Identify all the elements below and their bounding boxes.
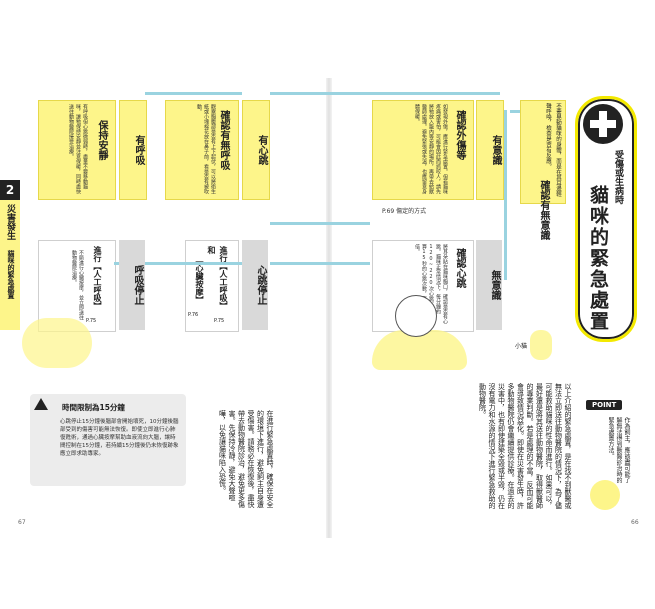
time-limit-title: 時間限制為15分鐘 — [62, 403, 125, 412]
connector-line — [504, 110, 507, 280]
page-title: 貓咪的緊急處置 — [587, 185, 609, 332]
connector-line — [145, 262, 242, 265]
keep-calm-title: 保持安靜 — [96, 120, 107, 160]
heart-yes: 有心跳 — [242, 100, 270, 200]
check-trauma-title: 確認外傷等 — [454, 110, 465, 160]
heart-massage-label: 【心臟按摩】 — [195, 256, 204, 304]
heart-note: 將耳朵貼在貓咪胸口，確認是否有心跳。貓咪正常情況下，每分鐘約120~220次心跳… — [414, 244, 448, 326]
cpr-title: 進行【人工呼吸】 — [93, 246, 102, 310]
small-cat-illustration — [530, 330, 552, 360]
check-conscious-title: 確認有無意識 — [538, 180, 549, 240]
trauma-box — [372, 100, 474, 200]
conscious-note: 不要晃動貓咪的身體，而是在其耳邊輕聲呼喚，檢查是否有反應。 — [520, 100, 566, 204]
cat-sound: 小貓 — [515, 343, 528, 350]
cpr-page: P.75 — [86, 318, 97, 324]
gutter-shadow — [326, 78, 332, 538]
conscious-yes: 有意識 — [476, 100, 504, 200]
check-heart-title: 確認心跳 — [454, 248, 465, 288]
cpr-illustration — [22, 318, 92, 368]
chapter-tab — [0, 180, 20, 330]
connector-line — [270, 222, 370, 225]
chapter-number: 2 — [0, 180, 20, 200]
keep-calm-box — [38, 100, 116, 200]
cpr-page-2: P.75 — [214, 318, 225, 324]
page-number-right: 66 — [631, 519, 639, 526]
point-cat-illustration — [590, 480, 620, 510]
breath-note: 觀察胸腹部是否有上下起伏，可以將衛生紙或小塊棉花放在鼻子前，看是否有被吹動。 — [196, 104, 216, 194]
heart-massage-page: P.76 — [188, 312, 199, 318]
trauma-note: 如發現外傷，應進行緊急處置。但若貓咪疼痛或害怕，可能會因此而抓咬人，請先將牠放入… — [414, 104, 448, 194]
chapter-subtitle: 貓咪的緊急處置 — [7, 250, 15, 299]
middle-column-text: 在進行緊急處置時，確保在安全的環境下進行，避免飼主自身遭受傷害。請務必在恢復後，… — [218, 410, 275, 508]
connector-line — [510, 110, 520, 113]
person-illustration — [395, 295, 437, 337]
point-label: POINT — [586, 400, 623, 410]
cpr-massage-box — [185, 240, 239, 332]
plus-icon — [583, 104, 623, 144]
breath-no: 呼吸停止 — [119, 240, 145, 330]
chapter-title: 災害發生 — [5, 204, 15, 240]
conscious-no: 無意識 — [476, 240, 502, 330]
heart-no: 心跳停止 — [242, 240, 268, 330]
right-column-text: 以上介紹的緊急處置，是在找不到獸醫或無法立即送往動物醫院的情況下，為了儘可能救助… — [478, 383, 573, 509]
page-number-left: 67 — [18, 519, 26, 526]
connector-line — [145, 92, 242, 95]
time-limit-text: 心跳停止15分鐘後腦部會開始壞死，10分鐘後腦部受到的傷害可能無法恢復。即使立即… — [60, 419, 179, 457]
heart-massage-and: 和 — [207, 246, 216, 254]
ref-page: P.69 傷定的方式 — [382, 208, 427, 215]
warning-icon — [34, 398, 48, 410]
cpr-note: 不斷進行心臟按摩，並立即送往動物醫院治療。 — [71, 250, 84, 320]
connector-line — [270, 92, 500, 95]
page-subtitle: 受傷或生病時 — [613, 150, 623, 204]
time-limit-box — [30, 394, 186, 486]
point-text: 作為飼主，應該盡可能了解無法得到獸醫診治時的緊急處置方法。 — [607, 417, 630, 483]
cpr-title-2: 進行【人工呼吸】 — [219, 246, 228, 310]
keep-calm-note: 有呼吸但心跳微弱時，盡量不要移動貓咪，讓牠保持安靜並注意保暖，同時盡快送往動物醫… — [68, 104, 88, 194]
breath-box — [165, 100, 239, 200]
check-breath-title: 確認有無呼吸 — [218, 110, 229, 170]
connector-line — [270, 262, 370, 265]
connector-line — [114, 262, 119, 265]
breath-yes: 有呼吸 — [119, 100, 147, 200]
